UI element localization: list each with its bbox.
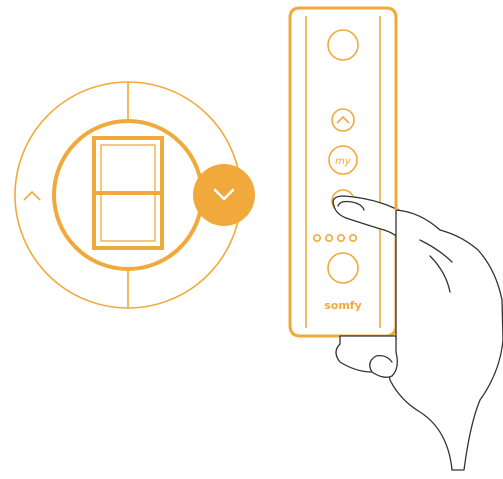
- remote-control: [290, 8, 396, 336]
- indicator-dot: [326, 235, 332, 241]
- wall-switch-down-button[interactable]: [193, 164, 255, 226]
- indicator-dot: [338, 235, 344, 241]
- indicator-dot: [314, 235, 320, 241]
- wall-switch-up-chevron-icon[interactable]: [24, 192, 40, 200]
- brand-logo: somfy: [324, 299, 362, 312]
- indicator-dot: [350, 235, 356, 241]
- remote-bottom-button[interactable]: [328, 253, 358, 283]
- hand: [333, 196, 503, 470]
- fingers: [336, 336, 397, 377]
- remote-up-button[interactable]: [332, 109, 354, 131]
- my-button-label: my: [335, 156, 352, 167]
- down-button-fill: [193, 164, 255, 226]
- chevron-up-icon: [337, 117, 349, 123]
- palm: [388, 210, 503, 470]
- remote-top-button[interactable]: [328, 30, 358, 60]
